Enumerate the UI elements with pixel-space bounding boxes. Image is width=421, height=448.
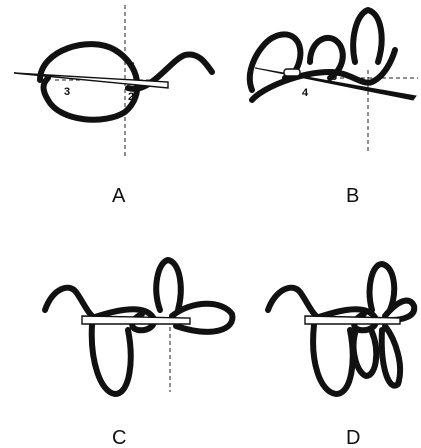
step-number: 1 [130, 61, 136, 73]
panel-b: 3 4 B [250, 10, 418, 207]
cord-inner-loop [354, 330, 377, 376]
cord-left-hook [268, 288, 316, 316]
needle-eye-icon [284, 69, 300, 76]
step-number: 3 [64, 86, 70, 98]
cord-bottom-loop [92, 325, 131, 394]
panel-label: A [112, 185, 126, 207]
cord-top-loop [156, 260, 180, 310]
panel-label: D [346, 427, 360, 448]
cord-top-loop [353, 10, 381, 62]
cord-left-hook [45, 288, 92, 316]
step-number: 4 [302, 87, 309, 99]
panel-d: D [268, 264, 414, 448]
needle-icon [305, 316, 400, 324]
cord-right-lower-loop [382, 326, 400, 386]
panel-label: C [112, 427, 126, 448]
step-number: 3 [331, 71, 337, 83]
needle-icon [82, 316, 190, 324]
cord-top-loop [370, 264, 395, 310]
panel-a: 1 2 3 A [14, 5, 212, 207]
cord-bottom-loop [313, 325, 353, 394]
panel-c: C [45, 260, 232, 448]
step-number: 2 [128, 91, 134, 103]
panel-label: B [346, 185, 359, 207]
